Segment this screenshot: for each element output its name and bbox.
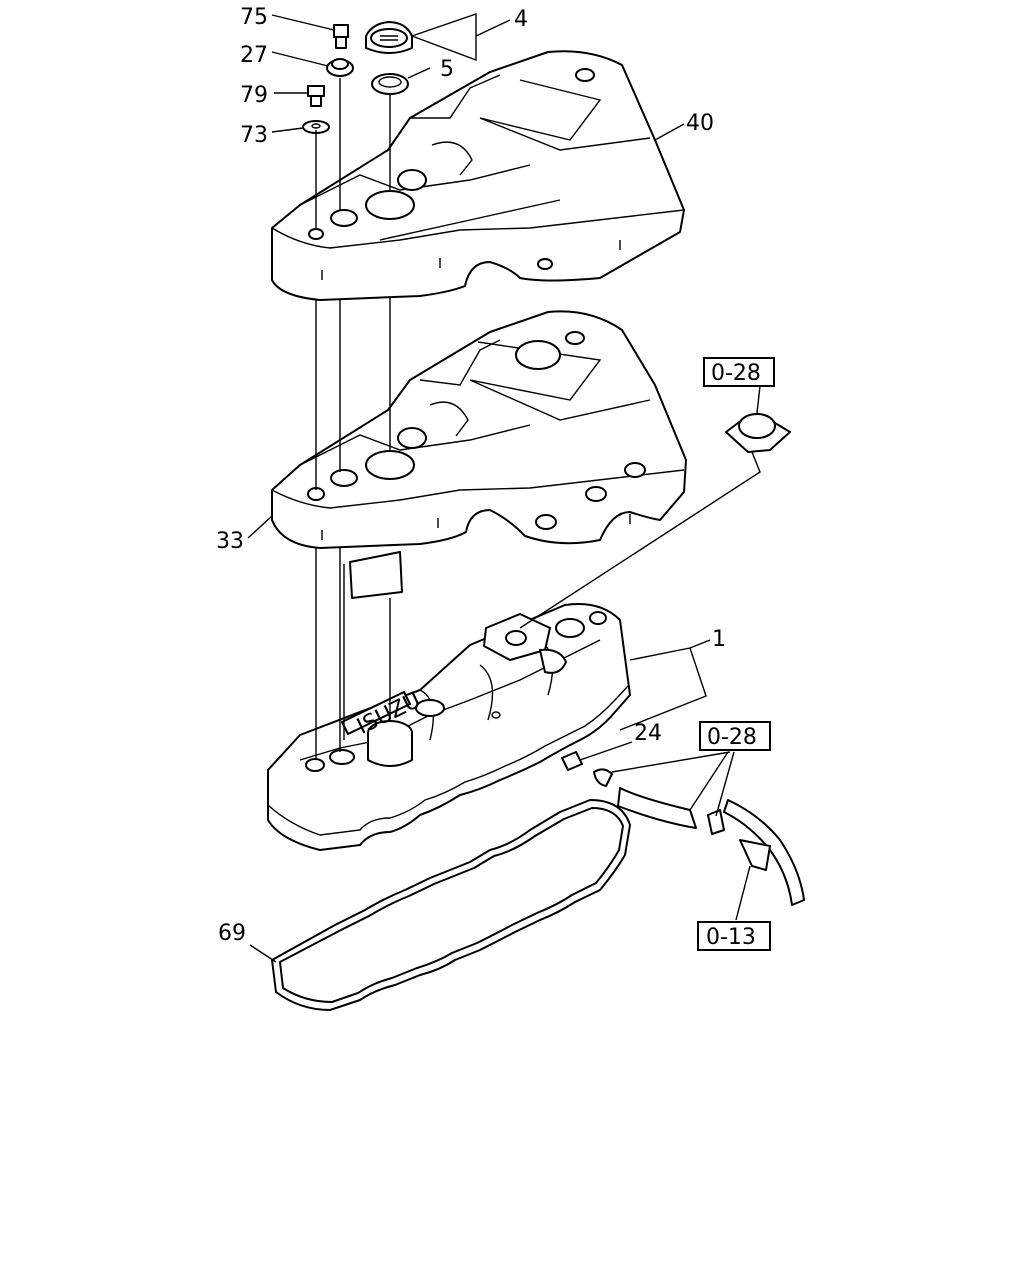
bolt-75-part (333, 24, 349, 49)
valve-cover-part: ISUZU (267, 603, 631, 851)
leader-lines (247, 13, 761, 963)
reference-label: 0-13 (706, 925, 756, 950)
reference-box-0-13[interactable]: 0-13 (697, 921, 771, 951)
gasket-part (271, 799, 631, 1011)
breather-pipe-part (723, 799, 805, 906)
callout-33: 33 (216, 529, 244, 554)
grommet-27-part (326, 58, 354, 77)
callout-79: 79 (240, 83, 268, 108)
breather-hose-part (617, 787, 725, 835)
insulator-cover-part (271, 310, 687, 549)
reference-box-0-28-top[interactable]: 0-28 (703, 357, 775, 387)
callout-69: 69 (218, 921, 246, 946)
hose-fitting-part (561, 751, 613, 787)
callout-75: 75 (240, 5, 268, 30)
callout-27: 27 (240, 43, 268, 68)
callout-5: 5 (440, 57, 454, 82)
callout-24: 24 (634, 721, 662, 746)
oil-filler-cap-part (365, 21, 413, 54)
top-cover-part (271, 50, 685, 301)
callout-73: 73 (240, 123, 268, 148)
reference-label: 0-28 (711, 361, 761, 386)
callout-1: 1 (712, 627, 726, 652)
o-ring-5-part (371, 73, 409, 95)
reference-label: 0-28 (707, 725, 757, 750)
callout-40: 40 (686, 111, 714, 136)
bracket-part (349, 551, 403, 599)
callout-4: 4 (514, 7, 528, 32)
bolt-79-part (307, 85, 325, 107)
reference-box-0-28-bottom[interactable]: 0-28 (699, 721, 771, 751)
pcv-valve-part (725, 413, 791, 453)
